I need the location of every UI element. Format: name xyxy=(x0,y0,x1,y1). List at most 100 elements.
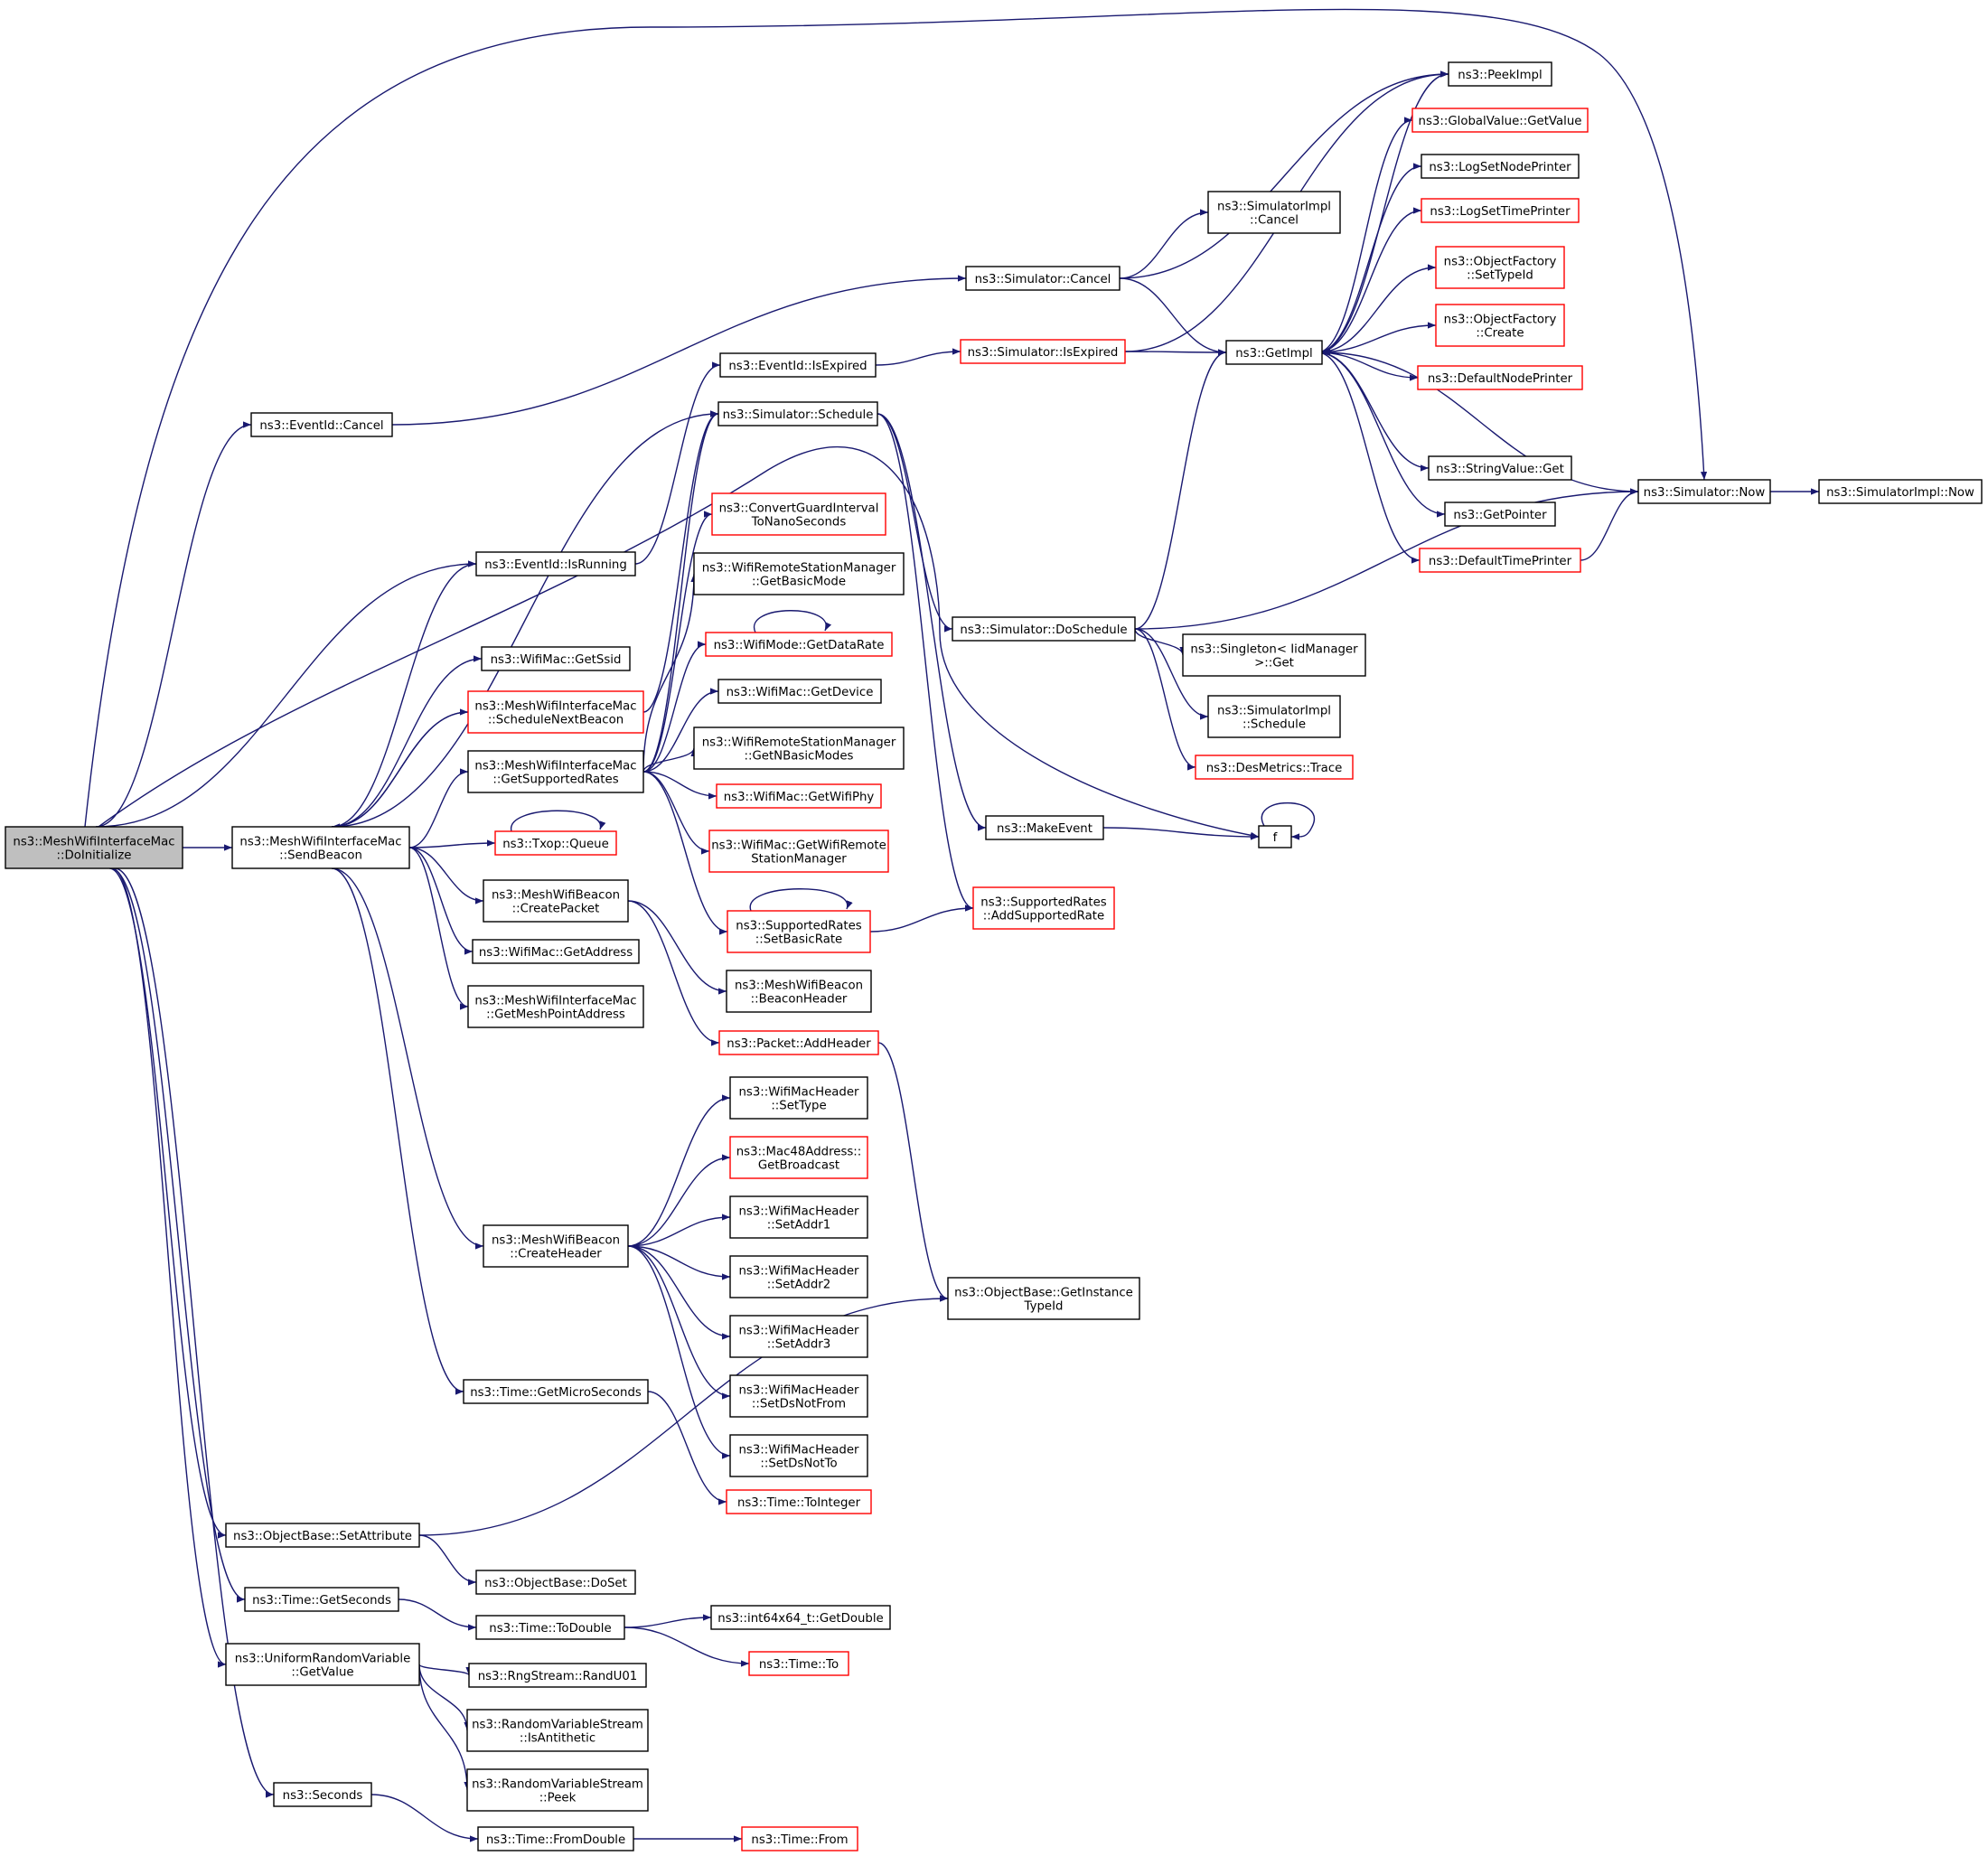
node-wmh-setdsnotfrom[interactable]: ns3::WifiMacHeader::SetDsNotFrom xyxy=(729,1374,868,1418)
node-rvs-isantithetic[interactable]: ns3::RandomVariableStream::IsAntithetic xyxy=(466,1709,649,1752)
node-sendbeacon[interactable]: ns3::MeshWifiInterfaceMac::SendBeacon xyxy=(231,826,410,869)
node-getimpl[interactable]: ns3::GetImpl xyxy=(1225,340,1323,365)
node-wmh-setaddr1[interactable]: ns3::WifiMacHeader::SetAddr1 xyxy=(729,1195,868,1239)
node-label: ns3::WifiMac::GetWifiPhy xyxy=(724,791,875,804)
node-wrsm-getbasicmode[interactable]: ns3::WifiRemoteStationManager::GetBasicM… xyxy=(693,552,905,595)
node-rvs-peek[interactable]: ns3::RandomVariableStream::Peek xyxy=(466,1768,649,1812)
node-schedulenextbeacon[interactable]: ns3::MeshWifiInterfaceMac::ScheduleNextB… xyxy=(467,690,644,734)
node-label: ns3::MeshWifiInterfaceMac xyxy=(474,700,636,714)
node-wmh-setaddr3[interactable]: ns3::WifiMacHeader::SetAddr3 xyxy=(729,1315,868,1358)
node-defaulttimeprinter[interactable]: ns3::DefaultTimePrinter xyxy=(1419,548,1581,573)
node-int64-getdouble[interactable]: ns3::int64x64_t::GetDouble xyxy=(710,1605,891,1630)
edge-meshbeacon_createheader-to-wmh_setdsnotfrom xyxy=(627,1245,731,1400)
node-uniform-getvalue[interactable]: ns3::UniformRandomVariable::GetValue xyxy=(225,1643,420,1686)
node-objfactory-create[interactable]: ns3::ObjectFactory::Create xyxy=(1435,304,1565,347)
node-root[interactable]: ns3::MeshWifiInterfaceMac::DoInitialize xyxy=(5,826,183,869)
node-objectbase-doset[interactable]: ns3::ObjectBase::DoSet xyxy=(475,1570,636,1595)
node-objfactory-settypeid[interactable]: ns3::ObjectFactory::SetTypeId xyxy=(1435,246,1565,289)
node-box xyxy=(726,1489,872,1514)
node-wifimac-getwifiremote[interactable]: ns3::WifiMac::GetWifiRemoteStationManage… xyxy=(708,830,889,873)
node-wmh-setdsnotto[interactable]: ns3::WifiMacHeader::SetDsNotTo xyxy=(729,1434,868,1477)
edge-sendbeacon-to-time_getmicroseconds xyxy=(331,867,464,1395)
node-sim-now[interactable]: ns3::Simulator::Now xyxy=(1637,479,1771,504)
node-getsupportedrates[interactable]: ns3::MeshWifiInterfaceMac::GetSupportedR… xyxy=(467,750,644,793)
node-label: ::Peek xyxy=(539,1792,577,1805)
node-sim-isexpired[interactable]: ns3::Simulator::IsExpired xyxy=(960,339,1126,364)
node-wifimode-getdatarate[interactable]: ns3::WifiMode::GetDataRate xyxy=(705,632,893,657)
node-singleton-get[interactable]: ns3::Singleton< IidManager >::Get xyxy=(1182,633,1366,677)
node-wifimac-getdevice[interactable]: ns3::WifiMac::GetDevice xyxy=(717,679,882,704)
node-meshbeacon-createpacket[interactable]: ns3::MeshWifiBeacon::CreatePacket xyxy=(483,879,629,923)
edge-getsupportedrates-to-wifimac_getwifiphy xyxy=(642,771,717,800)
node-time-tointeger[interactable]: ns3::Time::ToInteger xyxy=(726,1489,872,1514)
node-simimpl-cancel[interactable]: ns3::SimulatorImpl::Cancel xyxy=(1207,191,1341,234)
edge-uniform_getvalue-to-rvs_isantithetic xyxy=(418,1664,471,1731)
node-sim-schedule[interactable]: ns3::Simulator::Schedule xyxy=(717,401,878,427)
node-label: ns3::int64x64_t::GetDouble xyxy=(717,1612,883,1626)
node-label: ::GetMeshPointAddress xyxy=(486,1008,625,1022)
node-wmh-settype[interactable]: ns3::WifiMacHeader::SetType xyxy=(729,1076,868,1120)
edge-meshbeacon_createheader-to-wmh_settype xyxy=(627,1094,731,1247)
edge-sim_schedule-to-makeevent xyxy=(877,413,987,831)
node-meshbeacon-createheader[interactable]: ns3::MeshWifiBeacon::CreateHeader xyxy=(483,1224,629,1268)
node-getpointer[interactable]: ns3::GetPointer xyxy=(1444,501,1556,527)
node-supportedrates-addsupportedrate[interactable]: ns3::SupportedRates::AddSupportedRate xyxy=(972,886,1115,930)
node-box xyxy=(475,1570,636,1595)
edge-getsupportedrates-to-wrsm_getbasicmode xyxy=(642,573,698,773)
node-peekimpl[interactable]: ns3::PeekImpl xyxy=(1448,61,1552,87)
node-label: ns3::Seconds xyxy=(283,1789,363,1803)
node-time-to[interactable]: ns3::Time::To xyxy=(748,1651,849,1676)
node-box xyxy=(1435,304,1565,347)
node-wmh-setaddr2[interactable]: ns3::WifiMacHeader::SetAddr2 xyxy=(729,1255,868,1298)
node-wifimac-getwifiphy[interactable]: ns3::WifiMac::GetWifiPhy xyxy=(716,783,882,809)
node-wifimac-getaddress[interactable]: ns3::WifiMac::GetAddress xyxy=(472,939,640,964)
node-sim-doschedule[interactable]: ns3::Simulator::DoSchedule xyxy=(952,616,1136,642)
node-label: ns3::WifiMacHeader xyxy=(738,1205,859,1219)
node-box xyxy=(477,1826,634,1851)
node-mac48-getbroadcast[interactable]: ns3::Mac48Address::GetBroadcast xyxy=(729,1136,868,1179)
node-eventid-isrunning[interactable]: ns3::EventId::IsRunning xyxy=(475,551,636,576)
node-getmeshpointaddress[interactable]: ns3::MeshWifiInterfaceMac::GetMeshPointA… xyxy=(467,985,644,1028)
node-wifimac-getssid[interactable]: ns3::WifiMac::GetSsid xyxy=(481,646,631,671)
node-stringvalue-get[interactable]: ns3::StringValue::Get xyxy=(1428,455,1572,481)
node-time-from[interactable]: ns3::Time::From xyxy=(741,1826,858,1851)
node-txop-queue[interactable]: ns3::Txop::Queue xyxy=(494,830,617,856)
node-wrsm-getnbasicmodes[interactable]: ns3::WifiRemoteStationManager::GetNBasic… xyxy=(693,726,905,770)
node-f[interactable]: f xyxy=(1258,825,1292,848)
node-eventid-cancel[interactable]: ns3::EventId::Cancel xyxy=(250,412,393,437)
node-packet-addheader[interactable]: ns3::Packet::AddHeader xyxy=(718,1030,879,1055)
node-label: ns3::GlobalValue::GetValue xyxy=(1419,115,1582,128)
node-rngstream-randu01[interactable]: ns3::RngStream::RandU01 xyxy=(468,1663,647,1688)
edge-root-to-f xyxy=(98,446,1260,839)
node-simimpl-schedule[interactable]: ns3::SimulatorImpl::Schedule xyxy=(1207,695,1341,738)
node-makeevent[interactable]: ns3::MakeEvent xyxy=(985,815,1104,840)
node-eventid-isexpired[interactable]: ns3::EventId::IsExpired xyxy=(719,352,877,378)
node-desmetrics-trace[interactable]: ns3::DesMetrics::Trace xyxy=(1195,755,1354,780)
node-label: ns3::MeshWifiInterfaceMac xyxy=(474,760,636,773)
call-edges xyxy=(84,8,1819,1842)
node-defaultnodeprinter[interactable]: ns3::DefaultNodePrinter xyxy=(1417,365,1583,390)
node-time-getseconds[interactable]: ns3::Time::GetSeconds xyxy=(244,1587,399,1612)
node-label: ns3::GetImpl xyxy=(1235,347,1312,361)
node-label: ns3::Packet::AddHeader xyxy=(727,1037,871,1051)
node-time-fromdouble[interactable]: ns3::Time::FromDouble xyxy=(477,1826,634,1851)
node-logsettimeprinter[interactable]: ns3::LogSetTimePrinter xyxy=(1421,198,1580,223)
node-seconds[interactable]: ns3::Seconds xyxy=(273,1782,372,1807)
node-logsetnodeprinter[interactable]: ns3::LogSetNodePrinter xyxy=(1421,154,1580,179)
node-time-todouble[interactable]: ns3::Time::ToDouble xyxy=(475,1615,625,1640)
node-objectbase-setattribute[interactable]: ns3::ObjectBase::SetAttribute xyxy=(225,1523,420,1548)
node-label: ns3::Simulator::IsExpired xyxy=(968,346,1119,360)
node-label: ns3::MeshWifiBeacon xyxy=(492,889,620,903)
node-time-getmicroseconds[interactable]: ns3::Time::GetMicroSeconds xyxy=(463,1379,649,1404)
node-globalvalue-getvalue[interactable]: ns3::GlobalValue::GetValue xyxy=(1411,108,1589,133)
node-box xyxy=(472,939,640,964)
node-label: ns3::SimulatorImpl xyxy=(1217,201,1331,214)
node-sim-cancel[interactable]: ns3::Simulator::Cancel xyxy=(965,266,1121,291)
node-box xyxy=(1207,695,1341,738)
edge-root-to-sim_now xyxy=(84,8,1708,828)
node-simimpl-now[interactable]: ns3::SimulatorImpl::Now xyxy=(1818,479,1983,504)
node-meshbeacon-beaconheader[interactable]: ns3::MeshWifiBeacon::BeaconHeader xyxy=(726,970,872,1013)
node-supportedrates-setbasicrate[interactable]: ns3::SupportedRates::SetBasicRate xyxy=(727,910,871,953)
